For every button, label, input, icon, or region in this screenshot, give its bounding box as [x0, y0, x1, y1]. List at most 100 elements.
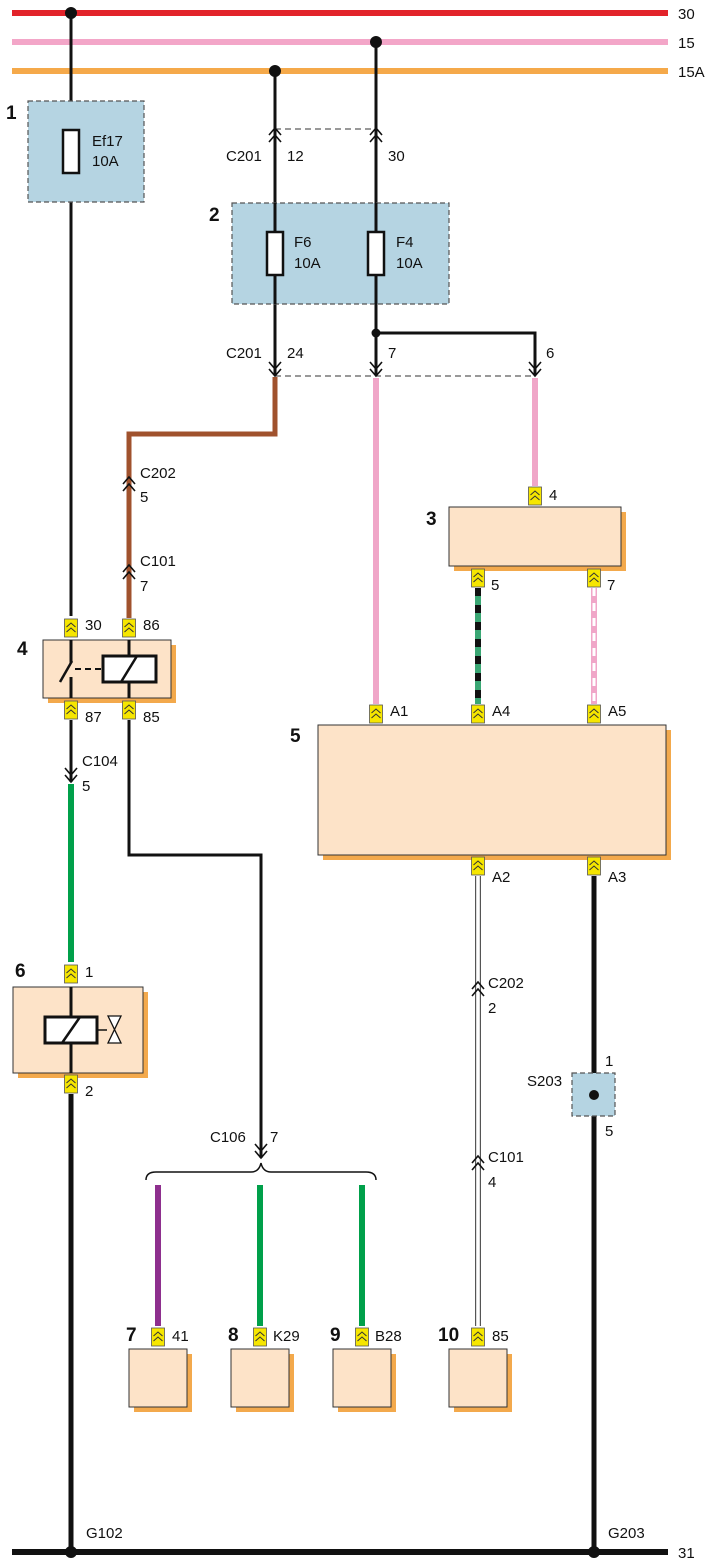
pin-5-a2 — [471, 856, 485, 876]
bracket-c106 — [145, 1162, 377, 1181]
pin-4-87-label: 87 — [85, 709, 102, 726]
connector-c201-bottom-label: C201 — [226, 345, 262, 362]
component-number-6: 6 — [15, 961, 26, 982]
pin-5-a2-label: A2 — [492, 869, 510, 886]
pin-7 — [151, 1327, 165, 1347]
pin-3-4 — [528, 486, 542, 506]
connector-c201-pin-12: 12 — [287, 148, 304, 165]
pin-5-a4 — [471, 704, 485, 724]
component-number-8: 8 — [228, 1325, 239, 1346]
pin-5-a3 — [587, 856, 601, 876]
pin-10-label: 85 — [492, 1328, 509, 1345]
component-9 — [332, 1348, 392, 1408]
component-3 — [448, 506, 622, 567]
component-number-5: 5 — [290, 726, 301, 747]
pin-5-a5 — [587, 704, 601, 724]
component-number-10: 10 — [438, 1325, 459, 1346]
connector-c101-right-pin: 4 — [488, 1174, 496, 1191]
fuse-block-1 — [27, 100, 145, 203]
pin-6-1-label: 1 — [85, 964, 93, 981]
pin-5-a1-label: A1 — [390, 703, 408, 720]
ground-g203-label: G203 — [608, 1525, 645, 1542]
chevron-c202-left — [122, 475, 136, 492]
pin-4-30-label: 30 — [85, 617, 102, 634]
component-number-4: 4 — [17, 639, 28, 660]
junction-bus15 — [370, 36, 382, 48]
pin-6-2 — [64, 1074, 78, 1094]
pin-4-30 — [64, 618, 78, 638]
pin-3-5-label: 5 — [491, 577, 499, 594]
pin-8-label: K29 — [273, 1328, 300, 1345]
pin-4-86-label: 86 — [143, 617, 160, 634]
fuse-f6 — [265, 230, 285, 277]
connector-c201-pin-24: 24 — [287, 345, 304, 362]
pin-6-1 — [64, 964, 78, 984]
component-number-2: 2 — [209, 205, 220, 226]
component-number-1: 1 — [6, 103, 17, 124]
bus-30-label: 30 — [678, 6, 695, 23]
component-number-9: 9 — [330, 1325, 341, 1346]
connector-c104-pin: 5 — [82, 778, 90, 795]
pin-3-4-label: 4 — [549, 487, 557, 504]
connector-c201-pin-30: 30 — [388, 148, 405, 165]
chevron-c201-12 — [268, 126, 282, 143]
connector-c104-label: C104 — [82, 753, 118, 770]
chevron-c104 — [64, 767, 78, 784]
pin-5-a3-label: A3 — [608, 869, 626, 886]
component-10 — [448, 1348, 508, 1408]
pin-8 — [253, 1327, 267, 1347]
pin-6-2-label: 2 — [85, 1083, 93, 1100]
wire-85-c106 — [127, 720, 263, 1158]
fuse-f4-rating: 10A — [396, 255, 423, 272]
connector-c101-right-label: C101 — [488, 1149, 524, 1166]
fuse-f6-name: F6 — [294, 234, 312, 251]
pin-5-a5-label: A5 — [608, 703, 626, 720]
fuse-f6-rating: 10A — [294, 255, 321, 272]
component-7 — [128, 1348, 188, 1408]
bus-15-label: 15 — [678, 35, 695, 52]
connector-c202-left-label: C202 — [140, 465, 176, 482]
junction-bus30 — [65, 7, 77, 19]
pin-7-label: 41 — [172, 1328, 189, 1345]
chevron-c201-7 — [369, 361, 383, 378]
splice-s203-pin-bottom: 5 — [605, 1123, 613, 1140]
chevron-c101-right — [471, 1154, 485, 1171]
pin-4-86 — [122, 618, 136, 638]
chevron-c202-right — [471, 980, 485, 997]
module-5 — [317, 724, 667, 856]
connector-c201-pin-7: 7 — [388, 345, 396, 362]
ground-g203-dot — [588, 1546, 600, 1558]
chevron-c201-6 — [528, 361, 542, 378]
connector-c101-left-pin: 7 — [140, 578, 148, 595]
chevron-c201-24 — [268, 361, 282, 378]
connector-c201-pin-6: 6 — [546, 345, 554, 362]
wire-f4-branch — [376, 331, 537, 375]
component-number-7: 7 — [126, 1325, 137, 1346]
pin-5-a1 — [369, 704, 383, 724]
connector-c202-right-label: C202 — [488, 975, 524, 992]
fuse-ef17-rating: 10A — [92, 153, 119, 170]
component-6-coil-symbol — [43, 987, 123, 1073]
fuse-ef17-name: Ef17 — [92, 133, 123, 150]
pin-5-a4-label: A4 — [492, 703, 510, 720]
chevron-c106 — [254, 1143, 268, 1160]
fuse-f4 — [366, 230, 386, 277]
pin-4-87 — [64, 700, 78, 720]
pin-3-7 — [587, 568, 601, 588]
chevron-c101-left — [122, 563, 136, 580]
splice-s203-dot — [589, 1090, 599, 1100]
relay-4-switch-symbol — [58, 640, 158, 698]
pin-10 — [471, 1327, 485, 1347]
junction-bus15a — [269, 65, 281, 77]
connector-c202-left-pin: 5 — [140, 489, 148, 506]
connector-c201-top-label: C201 — [226, 148, 262, 165]
connector-c106-pin: 7 — [270, 1129, 278, 1146]
fuse-ef17 — [61, 128, 81, 175]
component-8 — [230, 1348, 290, 1408]
bus-31-label: 31 — [678, 1545, 695, 1562]
pin-3-7-label: 7 — [607, 577, 615, 594]
pin-9 — [355, 1327, 369, 1347]
bus-15a-label: 15A — [678, 64, 705, 81]
splice-s203-pin-top: 1 — [605, 1053, 613, 1070]
